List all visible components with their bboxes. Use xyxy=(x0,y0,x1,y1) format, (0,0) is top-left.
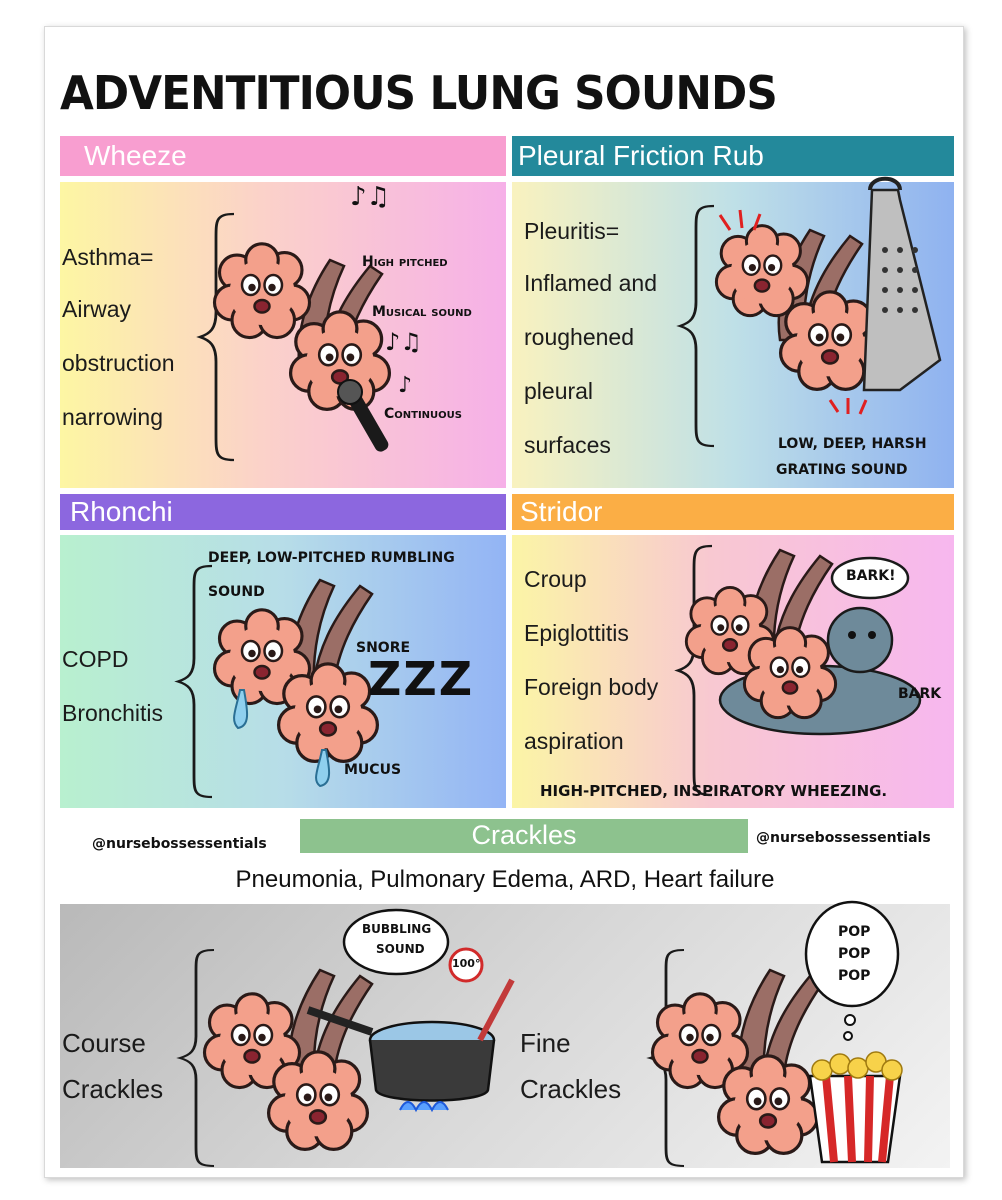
pleural-line-4: pleural xyxy=(524,378,594,404)
pop-line-1: POP xyxy=(838,924,871,940)
svg-text:♪: ♪ xyxy=(398,373,412,398)
wheeze-label-musical: Musical sound xyxy=(372,304,472,320)
stridor-header: Stridor xyxy=(512,494,954,530)
rhonchi-label-snore: SNORE xyxy=(356,640,411,656)
pleural-line-5: surfaces xyxy=(524,432,611,458)
stridor-line-4: aspiration xyxy=(524,728,624,754)
rhonchi-label-deep-2: SOUND xyxy=(208,584,265,600)
stridor-label-bark: BARK xyxy=(898,686,942,702)
rhonchi-line-1: COPD xyxy=(62,646,129,672)
wheeze-label-high-pitched: High pitched xyxy=(362,254,448,270)
stridor-line-2: Epiglottitis xyxy=(524,620,629,646)
pleural-friction-rub-header: Pleural Friction Rub xyxy=(512,136,954,176)
wheeze-line-2: Airway xyxy=(62,296,132,322)
rhonchi-label-zzz: ZZZ xyxy=(368,652,475,706)
wheeze-line-1: Asthma= xyxy=(62,244,154,270)
wheeze-header: Wheeze xyxy=(60,136,506,176)
rhonchi-header: Rhonchi xyxy=(60,494,506,530)
stridor-line-3: Foreign body xyxy=(524,674,659,700)
bubbling-sound-line-1: BUBBLING xyxy=(362,922,432,936)
fine-crackles-line-1: Fine xyxy=(520,1028,571,1058)
stridor-label-bottom: HIGH-PITCHED, INSPIRATORY WHEEZING. xyxy=(540,782,888,800)
stridor-line-1: Croup xyxy=(524,566,587,592)
pop-line-2: POP xyxy=(838,946,871,962)
rhonchi-label-deep-1: DEEP, LOW-PITCHED RUMBLING xyxy=(208,550,455,566)
rhonchi-line-2: Bronchitis xyxy=(62,700,163,726)
wheeze-label-continuous: Continuous xyxy=(384,406,462,422)
pleural-line-2: Inflamed and xyxy=(524,270,657,296)
course-crackles-line-1: Course xyxy=(62,1028,146,1058)
wheeze-line-3: obstruction xyxy=(62,350,175,376)
wheeze-line-4: narrowing xyxy=(62,404,163,430)
handle-right: @nursebossessentials xyxy=(756,830,931,846)
pleural-label-line-1: LOW, DEEP, HARSH xyxy=(778,436,927,452)
handle-left: @nursebossessentials xyxy=(92,836,267,852)
stridor-bark-bubble: BARK! xyxy=(846,568,896,584)
pop-line-3: POP xyxy=(838,968,871,984)
pleural-line-3: roughened xyxy=(524,324,634,350)
bubbling-sound-line-2: SOUND xyxy=(376,942,425,956)
rhonchi-label-mucus: MUCUS xyxy=(344,762,402,778)
crackles-causes: Pneumonia, Pulmonary Edema, ARD, Heart f… xyxy=(235,866,775,893)
course-crackles-line-2: Crackles xyxy=(62,1074,164,1104)
svg-text:♪♫: ♪♫ xyxy=(385,328,422,356)
fine-crackles-line-2: Crackles xyxy=(520,1074,622,1104)
crackles-header: Crackles xyxy=(300,819,748,853)
pleural-line-1: Pleuritis= xyxy=(524,218,620,244)
page-title: ADVENTITIOUS LUNG SOUNDS xyxy=(60,66,778,120)
pleural-label-line-2: GRATING SOUND xyxy=(776,462,908,478)
svg-text:♪♫: ♪♫ xyxy=(350,182,390,212)
thermometer-reading: 100° xyxy=(452,957,481,970)
